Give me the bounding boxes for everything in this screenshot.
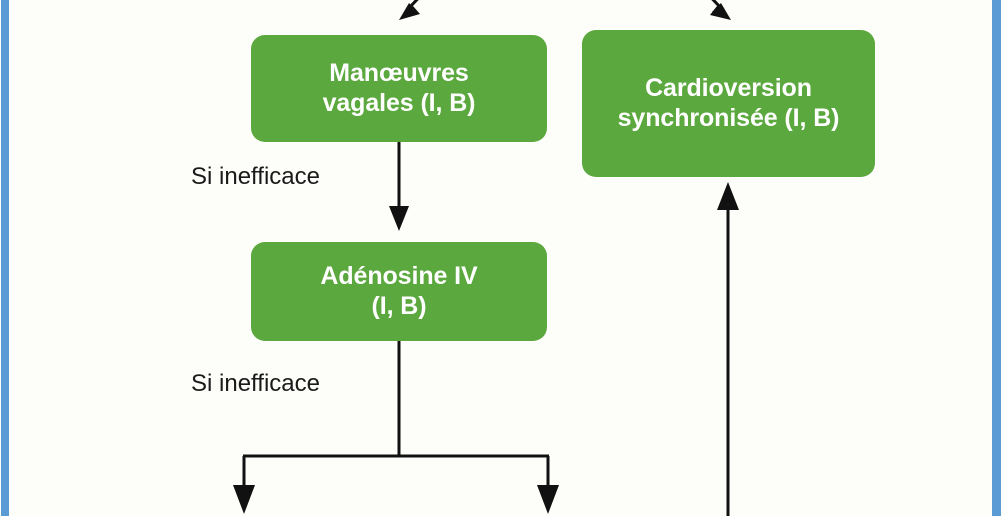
node-manoeuvres-vagales[interactable]: Manœuvres vagales (I, B) bbox=[251, 35, 547, 142]
right-edge-band bbox=[992, 0, 1001, 516]
node-manoeuvres-vagales-line1: Manœuvres bbox=[329, 59, 469, 87]
node-adenosine-iv-line2: (I, B) bbox=[371, 291, 427, 320]
node-cardioversion-synchronisee[interactable]: Cardioversion synchronisée (I, B) bbox=[582, 30, 875, 177]
node-manoeuvres-vagales-line2: vagales (I, B) bbox=[322, 88, 476, 117]
left-edge-band bbox=[1, 0, 9, 516]
edge-label-si-inefficace-1: Si inefficace bbox=[191, 163, 320, 190]
node-adenosine-iv[interactable]: Adénosine IV (I, B) bbox=[251, 242, 547, 341]
edge-label-si-inefficace-2: Si inefficace bbox=[191, 370, 320, 397]
node-cardioversion-synchronisee-line2: synchronisée (I, B) bbox=[617, 103, 840, 132]
node-adenosine-iv-line1: Adénosine IV bbox=[320, 262, 478, 290]
node-cardioversion-synchronisee-line1: Cardioversion bbox=[645, 74, 812, 102]
